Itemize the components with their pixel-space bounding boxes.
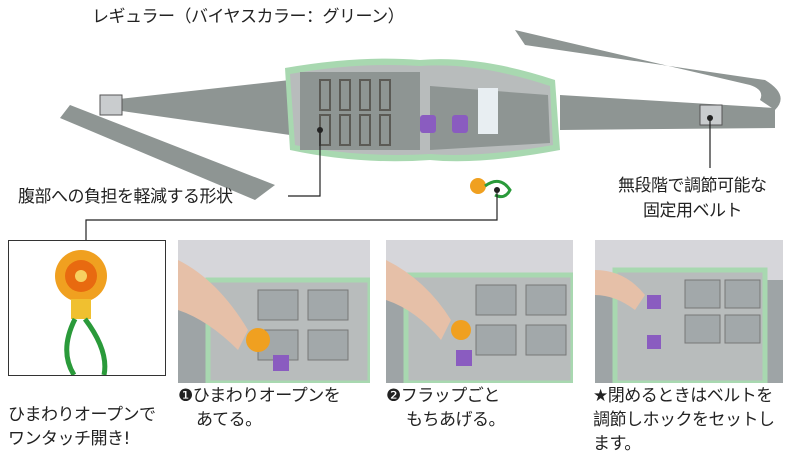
panel1-caption-1: ひまわりオープンで <box>8 405 156 425</box>
left-buckle-icon <box>99 94 123 116</box>
step2-photo <box>386 240 573 383</box>
belt-callout-line1: 無段階で調節可能な <box>618 176 767 196</box>
closing-caption-2: 調節しホックをセットし <box>593 410 775 430</box>
step2-caption-2: もちあげる。 <box>406 410 506 430</box>
product-title: レギュラー（バイヤスカラー：グリーン） <box>92 7 405 27</box>
step1-caption-2: あてる。 <box>196 410 262 430</box>
abdomen-callout: 腹部への負担を軽減する形状 <box>18 187 233 207</box>
sunflower-key-photo <box>8 240 166 376</box>
left-strap <box>60 105 275 200</box>
right-strap <box>515 30 781 110</box>
step2-caption-1: ❷フラップごと <box>386 386 500 406</box>
step1-caption-1: ❶ひまわりオープンを <box>178 386 341 406</box>
step1-photo <box>178 240 370 383</box>
left-strap-upper <box>110 80 290 135</box>
closing-caption-1: ★閉めるときはベルトを <box>593 386 773 406</box>
panel1-caption-2: ワンタッチ開き! <box>8 429 130 449</box>
hook-icon <box>420 115 436 133</box>
right-buckle-icon <box>699 104 723 126</box>
belt-callout-line2: 固定用ベルト <box>643 201 743 221</box>
sunflower-key-icon <box>470 178 486 194</box>
label-tag <box>478 88 498 134</box>
closing-photo <box>595 240 783 383</box>
closing-caption-3: ます。 <box>593 434 641 454</box>
belt-illustration <box>60 30 781 240</box>
